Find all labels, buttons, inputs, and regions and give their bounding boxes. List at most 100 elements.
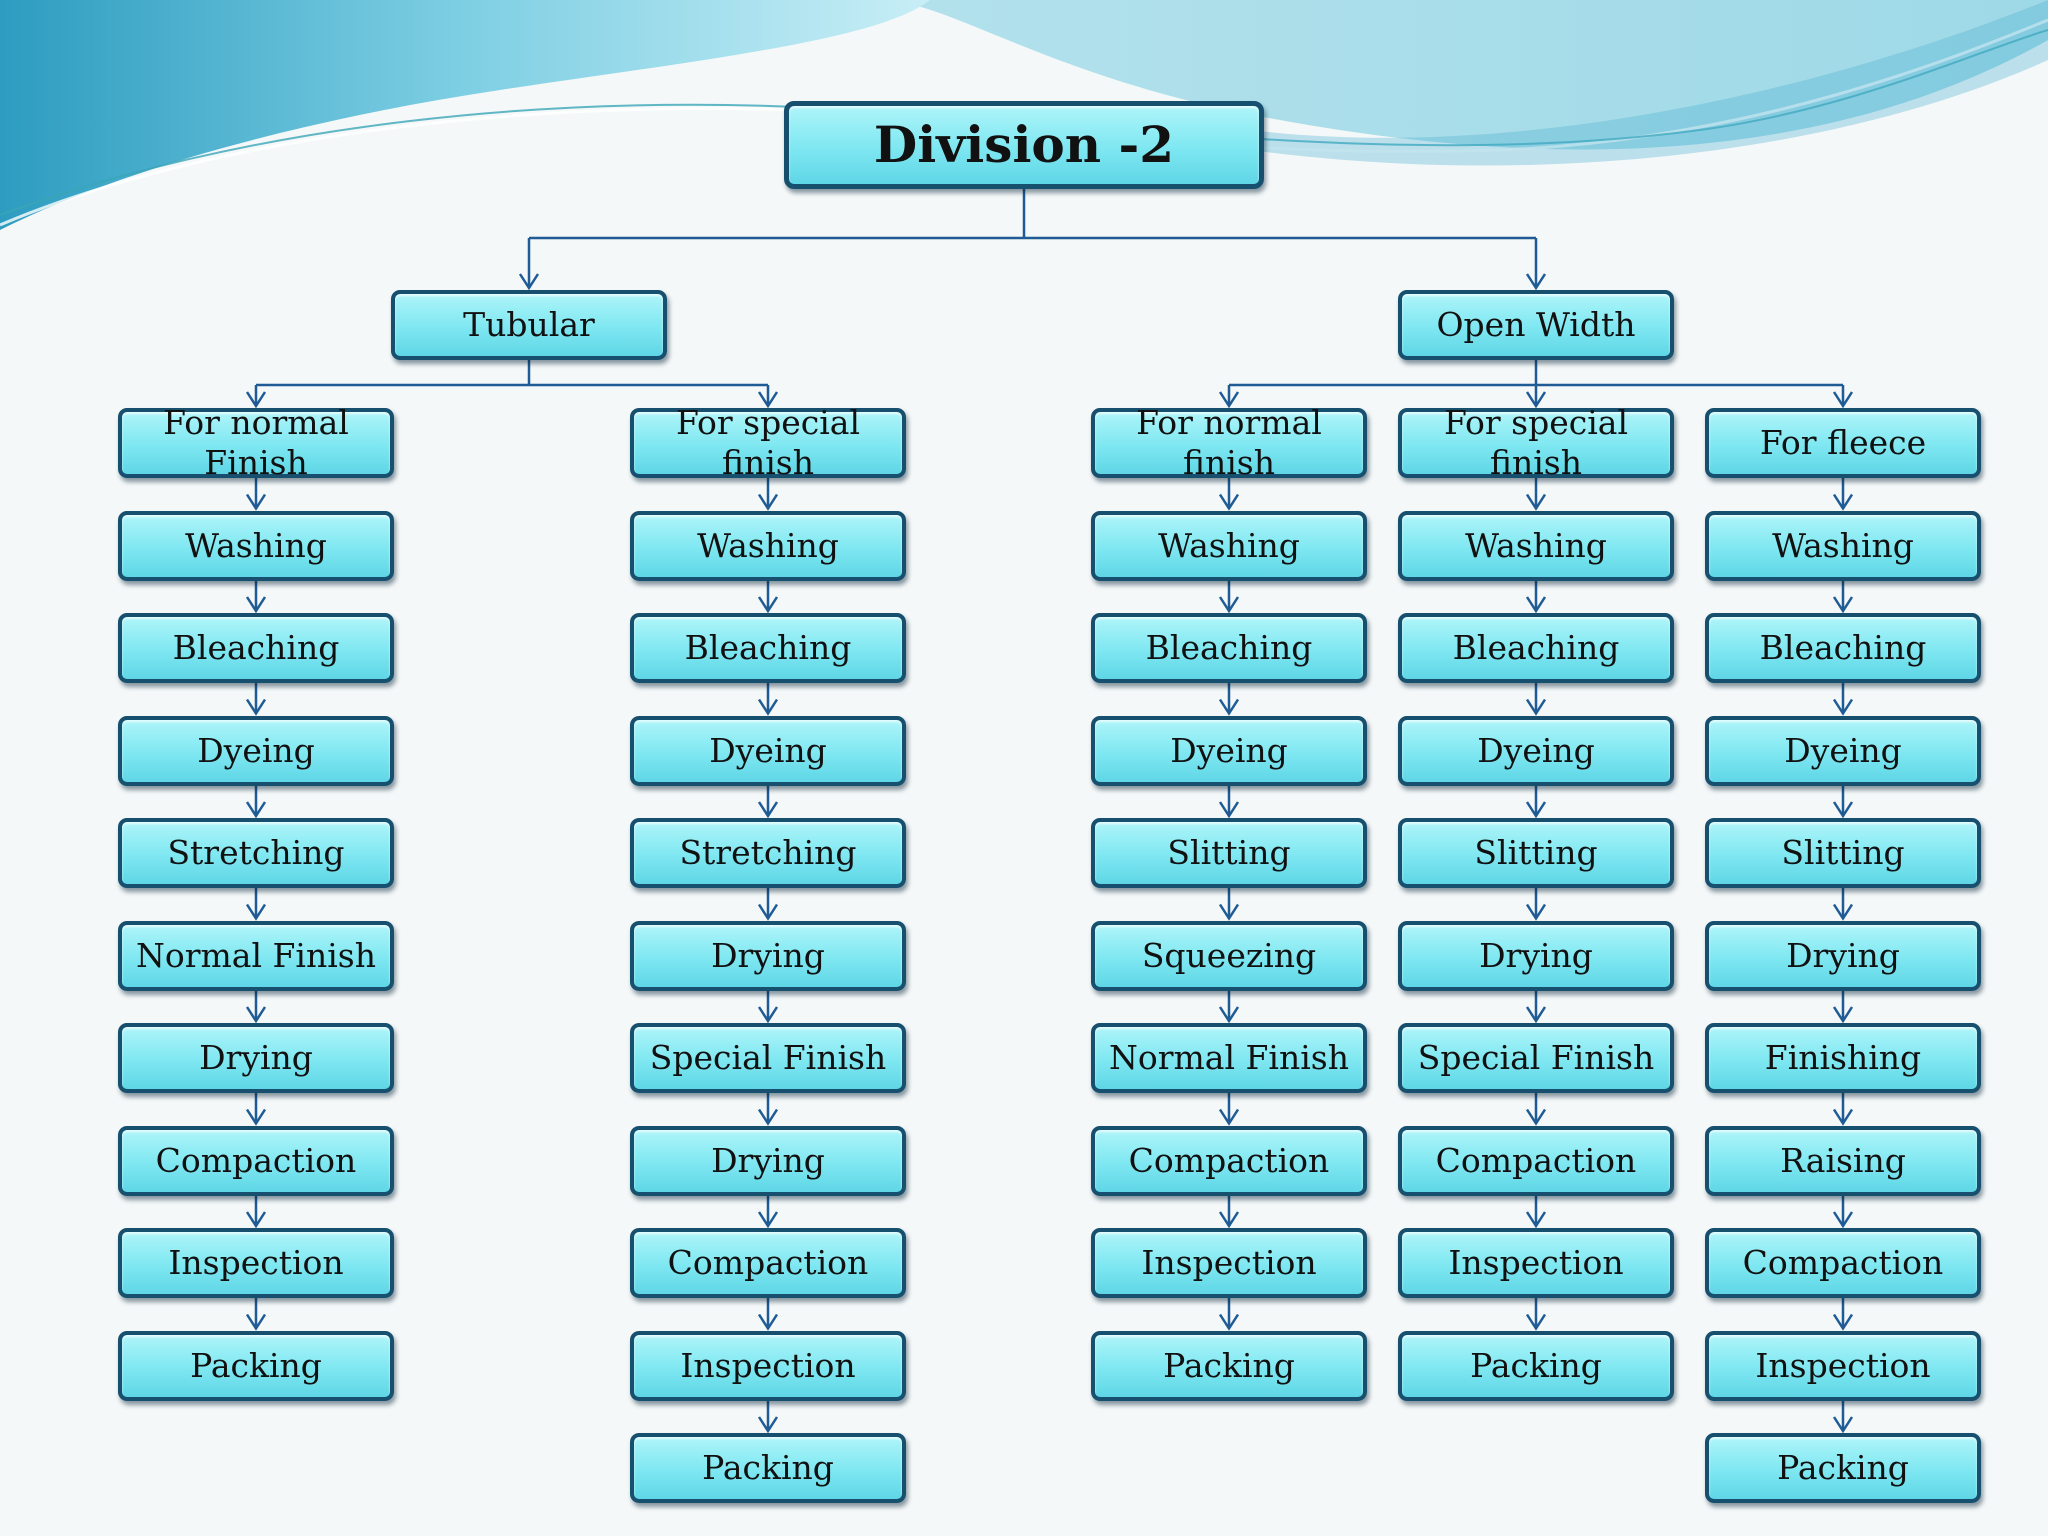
process-step-box: Dyeing — [1398, 715, 1674, 786]
arrow-head — [1525, 273, 1547, 291]
process-step-box: Stretching — [118, 818, 394, 888]
arrow-head — [245, 1108, 267, 1126]
process-step-box: Dyeing — [1091, 715, 1367, 786]
process-step-box: Bleaching — [630, 613, 906, 683]
arrow-head — [1525, 391, 1547, 409]
column-header-label: For special finish — [675, 403, 861, 482]
arrow-head — [757, 391, 779, 409]
arrow-head — [1525, 1313, 1547, 1331]
process-step-box: Special Finish — [1398, 1023, 1674, 1093]
arrow-head — [757, 1006, 779, 1024]
process-step-label: Bleaching — [1759, 628, 1927, 667]
arrow-head — [1525, 1006, 1547, 1024]
process-step-label: Washing — [185, 525, 327, 565]
process-step-box: Bleaching — [1398, 613, 1674, 683]
process-step-label: Slitting — [1781, 833, 1905, 872]
column-header-label: For normal Finish — [163, 403, 349, 482]
arrow-head — [1832, 903, 1854, 921]
arrow-head — [245, 801, 267, 819]
process-step-label: Packing — [190, 1345, 322, 1385]
process-step-box: Compaction — [118, 1125, 394, 1196]
process-step-box: Drying — [630, 920, 906, 991]
process-step-label: Compaction — [667, 1243, 869, 1282]
arrow-head — [1832, 1211, 1854, 1229]
arrow-head — [1218, 391, 1240, 409]
process-step-label: Drying — [711, 1140, 825, 1180]
arrow-head — [1218, 596, 1240, 614]
process-step-box: Packing — [630, 1433, 906, 1503]
process-step-box: Washing — [1705, 510, 1981, 581]
process-step-box: Slitting — [1091, 818, 1367, 888]
arrow-head — [1832, 1313, 1854, 1331]
process-step-box: Inspection — [630, 1330, 906, 1401]
process-step-box: Inspection — [118, 1228, 394, 1298]
column-header-box: For fleece — [1705, 408, 1981, 478]
arrow-head — [245, 903, 267, 921]
process-step-label: Compaction — [155, 1140, 357, 1180]
process-step-box: Drying — [1705, 920, 1981, 991]
process-step-label: Compaction — [1128, 1140, 1330, 1180]
arrow-head — [1525, 698, 1547, 716]
arrow-head — [245, 1211, 267, 1229]
arrow-head — [757, 1416, 779, 1434]
arrow-head — [757, 903, 779, 921]
process-step-label: Drying — [711, 935, 825, 975]
column-header-box: For special finish — [1398, 403, 1674, 482]
process-step-label: Inspection — [168, 1243, 344, 1282]
process-step-box: Drying — [1398, 920, 1674, 991]
column-header-box: For normal finish — [1091, 403, 1367, 482]
column-header-label: For normal finish — [1136, 403, 1322, 482]
process-step-label: Bleaching — [1452, 628, 1620, 667]
branch-open-width-box: Open Width — [1398, 290, 1674, 360]
arrow-head — [1832, 391, 1854, 409]
arrow-head — [1832, 1416, 1854, 1434]
arrow-head — [757, 698, 779, 716]
process-step-label: Dyeing — [197, 730, 315, 770]
process-step-label: Dyeing — [1477, 730, 1595, 770]
arrow-head — [245, 1006, 267, 1024]
process-step-label: Bleaching — [684, 628, 852, 667]
process-step-box: Packing — [118, 1330, 394, 1401]
column-header-box: For special finish — [630, 403, 906, 482]
arrow-head — [1832, 1006, 1854, 1024]
process-step-label: Compaction — [1742, 1243, 1944, 1282]
process-step-box: Bleaching — [1091, 613, 1367, 683]
arrow-head — [757, 1211, 779, 1229]
process-step-box: Packing — [1091, 1330, 1367, 1401]
process-step-box: Normal Finish — [1091, 1023, 1367, 1093]
division-title-box: Division -2 — [784, 101, 1264, 189]
process-step-box: Dyeing — [118, 715, 394, 786]
arrow-head — [1832, 596, 1854, 614]
process-step-box: Slitting — [1398, 818, 1674, 888]
process-step-label: Dyeing — [709, 730, 827, 770]
arrow-head — [1218, 493, 1240, 511]
arrow-head — [757, 596, 779, 614]
arrow-head — [757, 801, 779, 819]
process-step-box: Drying — [630, 1125, 906, 1196]
process-step-box: Washing — [1398, 510, 1674, 581]
process-step-label: Packing — [1163, 1345, 1295, 1385]
process-step-box: Compaction — [630, 1228, 906, 1298]
process-step-label: Washing — [697, 525, 839, 565]
arrow-head — [1525, 1211, 1547, 1229]
arrow-head — [1525, 1108, 1547, 1126]
arrow-head — [757, 493, 779, 511]
process-step-box: Bleaching — [118, 613, 394, 683]
process-step-label: Slitting — [1474, 833, 1598, 872]
process-step-box: Washing — [1091, 510, 1367, 581]
arrow-head — [1832, 493, 1854, 511]
arrow-head — [1525, 596, 1547, 614]
process-step-label: Packing — [1777, 1448, 1909, 1487]
process-step-box: Special Finish — [630, 1023, 906, 1093]
process-step-label: Stretching — [679, 833, 857, 872]
process-step-label: Inspection — [680, 1345, 856, 1385]
column-header-label: For fleece — [1759, 423, 1927, 462]
arrow-head — [1218, 1313, 1240, 1331]
process-step-label: Washing — [1158, 525, 1300, 565]
process-step-label: Normal Finish — [1109, 1038, 1349, 1077]
arrow-head — [1218, 801, 1240, 819]
arrow-head — [757, 1313, 779, 1331]
process-step-label: Inspection — [1448, 1243, 1624, 1282]
arrow-head — [245, 596, 267, 614]
process-step-label: Packing — [1470, 1345, 1602, 1385]
